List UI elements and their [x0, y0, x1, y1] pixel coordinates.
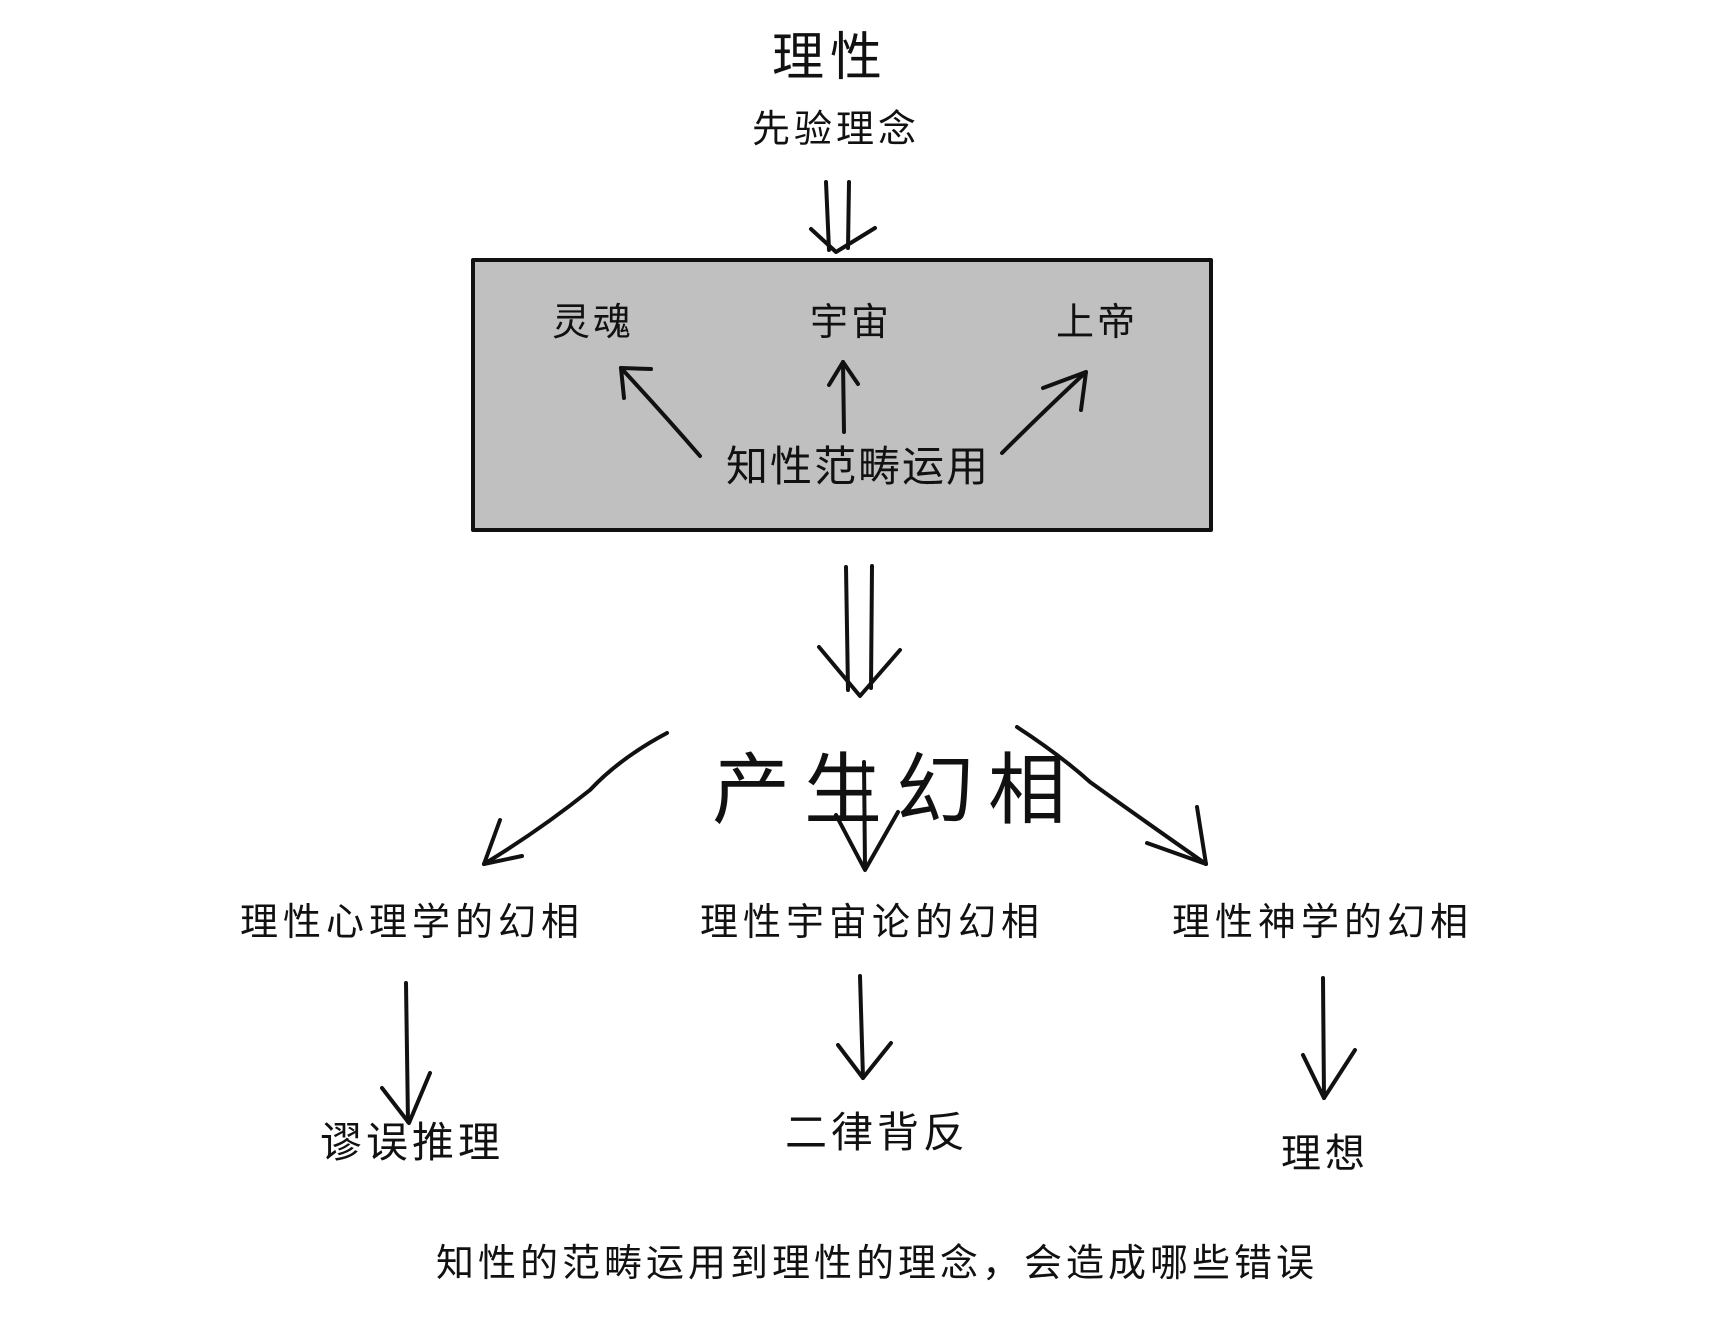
god-label: 上帝 — [1056, 300, 1139, 344]
arrow-to-antinomy-icon — [836, 974, 893, 1080]
theology-illusion-label: 理性神学的幻相 — [1172, 900, 1474, 944]
psychology-illusion-label: 理性心理学的幻相 — [240, 900, 585, 944]
antinomy-label: 二律背反 — [785, 1108, 970, 1157]
transcendental-ideas-label: 先验理念 — [752, 107, 921, 151]
ideal-label: 理想 — [1281, 1131, 1369, 1177]
double-arrow-down-icon — [809, 180, 877, 254]
category-application-label: 知性范畴运用 — [726, 442, 991, 491]
reason-title: 理性 — [772, 28, 889, 88]
arrow-to-paralogism-icon — [380, 981, 432, 1125]
illusion-title: 产生幻相 — [712, 746, 1081, 836]
paralogism-label: 谬误推理 — [320, 1118, 505, 1167]
soul-label: 灵魂 — [552, 300, 635, 344]
arrow-to-psychology-icon — [482, 731, 669, 866]
cosmology-illusion-label: 理性宇宙论的幻相 — [700, 900, 1045, 944]
figure-caption: 知性的范畴运用到理性的理念，会造成哪些错误 — [436, 1241, 1319, 1285]
double-arrow-down-icon — [817, 564, 902, 698]
arrow-to-ideal-icon — [1301, 976, 1357, 1100]
cosmos-label: 宇宙 — [810, 300, 893, 344]
